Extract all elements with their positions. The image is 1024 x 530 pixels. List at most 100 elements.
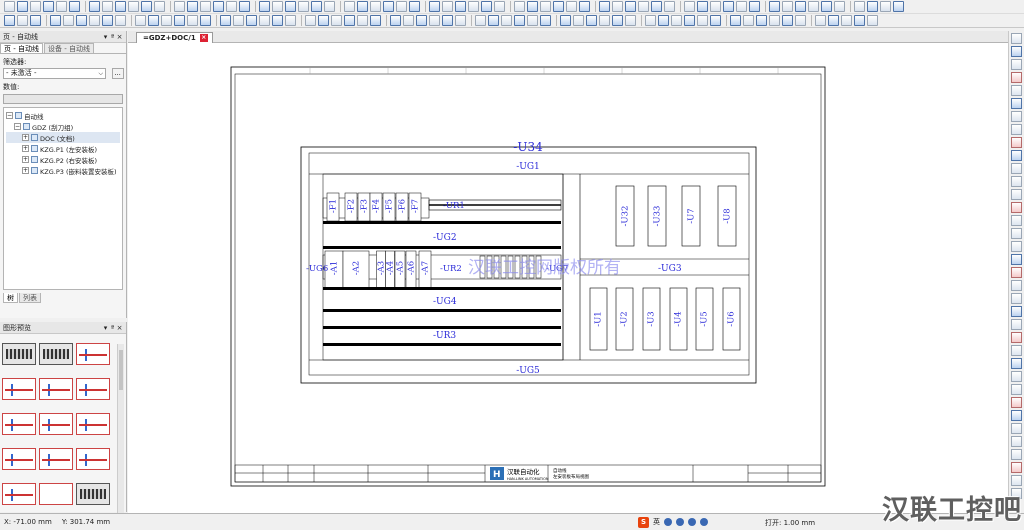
toolbar-button[interactable] [324,1,335,12]
right-toolbar-button[interactable] [1011,280,1022,291]
toolbar-button[interactable] [396,1,407,12]
toolbar-button[interactable] [161,15,172,26]
toolbar-button[interactable] [344,15,355,26]
toolbar-button[interactable] [148,15,159,26]
toolbar-button[interactable] [89,1,100,12]
collapse-icon[interactable]: − [6,112,13,119]
preview-thumbnail[interactable] [76,413,110,435]
toolbar-button[interactable] [187,15,198,26]
toolbar-button[interactable] [769,1,780,12]
toolbar-button[interactable] [625,15,636,26]
toolbar-button[interactable] [540,15,551,26]
toolbar-button[interactable] [344,1,355,12]
right-toolbar-button[interactable] [1011,215,1022,226]
toolbar-button[interactable] [612,15,623,26]
ime-language[interactable]: 英 [653,518,660,526]
toolbar-button[interactable] [468,1,479,12]
toolbar-button[interactable] [645,15,656,26]
toolbar-button[interactable] [834,1,845,12]
right-toolbar-button[interactable] [1011,98,1022,109]
toolbar-button[interactable] [128,1,139,12]
toolbar-button[interactable] [63,15,74,26]
right-toolbar-button[interactable] [1011,176,1022,187]
right-toolbar-button[interactable] [1011,241,1022,252]
document-tab[interactable]: =GDZ+DOC/1 × [136,32,213,43]
right-toolbar-button[interactable] [1011,33,1022,44]
float-icon[interactable]: ª [110,323,115,332]
toolbar-button[interactable] [841,15,852,26]
preview-thumbnail[interactable] [2,413,36,435]
toolbar-button[interactable] [285,15,296,26]
right-toolbar-button[interactable] [1011,111,1022,122]
toolbar-button[interactable] [481,1,492,12]
right-toolbar-button[interactable] [1011,228,1022,239]
right-toolbar-button[interactable] [1011,488,1022,499]
toolbar-button[interactable] [795,1,806,12]
toolbar-button[interactable] [429,15,440,26]
tab-list[interactable]: 列表 [19,293,41,303]
preview-thumbnail[interactable] [76,343,110,365]
preview-thumbnail[interactable] [2,378,36,400]
toolbar-button[interactable] [272,1,283,12]
preview-thumbnail[interactable] [76,378,110,400]
ime-toolbar[interactable]: S 英 [638,516,708,528]
toolbar-button[interactable] [854,15,865,26]
right-toolbar-button[interactable] [1011,332,1022,343]
toolbar-button[interactable] [50,15,61,26]
toolbar-button[interactable] [867,15,878,26]
toolbar-button[interactable] [664,1,675,12]
filter-options-button[interactable]: ... [111,68,124,79]
toolbar-button[interactable] [599,1,610,12]
preview-scrollbar[interactable] [117,344,124,529]
preview-thumbnail[interactable] [76,448,110,470]
tree-item[interactable]: −自动线 [6,110,120,121]
right-toolbar-button[interactable] [1011,410,1022,421]
toolbar-button[interactable] [141,1,152,12]
pin-icon[interactable]: ▾ [103,323,108,332]
toolbar-button[interactable] [30,15,41,26]
right-toolbar-button[interactable] [1011,436,1022,447]
toolbar-button[interactable] [383,1,394,12]
toolbar-button[interactable] [684,1,695,12]
right-toolbar-button[interactable] [1011,46,1022,57]
expand-icon[interactable]: + [22,167,29,174]
tab-pages[interactable]: 页 - 自动线 [0,43,43,53]
float-icon[interactable]: ª [110,32,115,41]
toolbar-button[interactable] [390,15,401,26]
toolbar-button[interactable] [638,1,649,12]
right-toolbar-button[interactable] [1011,189,1022,200]
preview-thumbnail[interactable] [2,483,36,505]
toolbar-button[interactable] [501,15,512,26]
right-toolbar-button[interactable] [1011,397,1022,408]
preview-thumbnail[interactable] [39,343,73,365]
ime-option-icon[interactable] [664,518,672,526]
toolbar-button[interactable] [867,1,878,12]
tree-item[interactable]: +DOC (文档) [6,132,120,143]
expand-icon[interactable]: + [22,134,29,141]
right-toolbar-button[interactable] [1011,59,1022,70]
close-icon[interactable]: × [116,32,123,41]
right-toolbar-button[interactable] [1011,345,1022,356]
toolbar-button[interactable] [455,15,466,26]
toolbar-button[interactable] [259,15,270,26]
right-toolbar-button[interactable] [1011,449,1022,460]
preview-thumbnail[interactable] [2,448,36,470]
value-field[interactable] [3,94,123,104]
toolbar-button[interactable] [527,15,538,26]
toolbar-button[interactable] [625,1,636,12]
right-toolbar-button[interactable] [1011,85,1022,96]
right-toolbar-button[interactable] [1011,423,1022,434]
toolbar-button[interactable] [749,1,760,12]
toolbar-button[interactable] [514,15,525,26]
toolbar-button[interactable] [488,15,499,26]
preview-thumbnail[interactable] [39,483,73,505]
toolbar-button[interactable] [710,15,721,26]
toolbar-button[interactable] [403,15,414,26]
toolbar-button[interactable] [697,1,708,12]
sogou-icon[interactable]: S [638,516,649,528]
tree-item[interactable]: +KZG.P3 (嵌料装置安装板) [6,165,120,176]
toolbar-button[interactable] [226,1,237,12]
toolbar-button[interactable] [357,1,368,12]
toolbar-button[interactable] [782,15,793,26]
toolbar-button[interactable] [30,1,41,12]
